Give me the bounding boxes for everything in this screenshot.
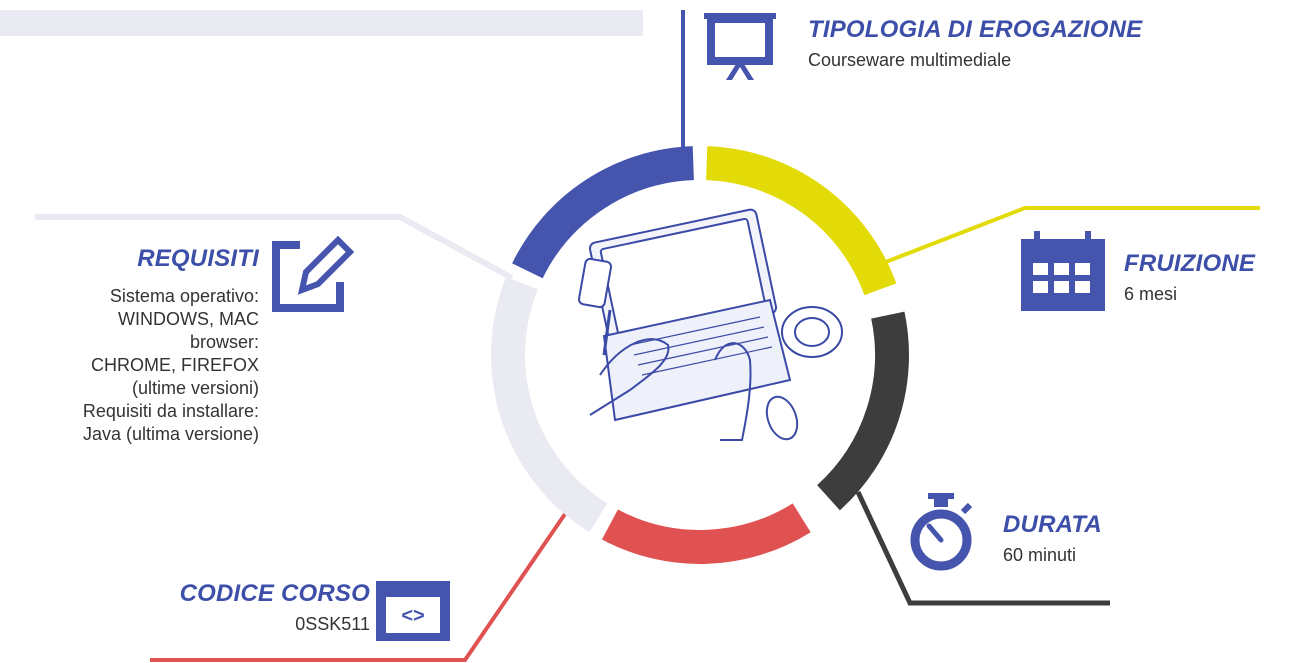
codice-value: 0SSK511 [295,614,370,634]
svg-text:<>: <> [401,605,424,627]
tipologia-block: TIPOLOGIA DI EROGAZIONE Courseware multi… [808,16,1142,71]
requisiti-line: Java (ultima versione) [82,424,259,444]
requisiti-title: REQUISITI [137,245,259,272]
donut-ring [491,146,909,564]
ring-segment-fruizione [705,146,897,296]
requisiti-line: browser: [189,332,259,352]
tipologia-title: TIPOLOGIA DI EROGAZIONE [808,16,1143,43]
presentation-board-icon [704,13,776,80]
requisiti-line: Requisiti da installare: [82,401,259,421]
calendar-cell [1075,281,1090,293]
requisiti-block: REQUISITI Sistema operativo: WINDOWS, MA… [83,245,259,446]
edit-icon [272,235,355,312]
connector-durata [855,490,1110,606]
fruizione-block: FRUIZIONE 6 mesi [1124,250,1255,305]
top-decorative-bar [0,10,643,36]
ring-segment-codice [601,503,811,564]
connector-fruizione [877,206,1260,267]
calendar-icon [1021,231,1105,311]
calendar-cell [1054,281,1069,293]
calendar-cell [1075,263,1090,275]
fruizione-value: 6 mesi [1124,284,1178,304]
calendar-cell [1054,263,1069,275]
requisiti-line: CHROME, FIREFOX [90,355,259,375]
connector-requisiti [35,214,514,281]
connector-codice [150,493,580,662]
stopwatch-icon [910,493,973,571]
codice-title: CODICE CORSO [179,580,370,607]
calendar-cell [1033,281,1048,293]
codice-block: CODICE CORSO 0SSK511 [180,580,370,635]
fruizione-title: FRUIZIONE [1124,250,1256,277]
laptop-hands-illustration [577,208,843,441]
code-window-icon: <> [376,581,450,641]
calendar-cell [1033,263,1048,275]
ring-segment-durata [816,311,909,511]
ring-segment-tipologia [512,146,695,279]
durata-value: 60 minuti [1003,545,1077,565]
ring-segment-requisiti [491,276,608,533]
tipologia-value: Courseware multimediale [808,50,1012,70]
requisiti-line: (ultime versioni) [131,378,259,398]
requisiti-line: Sistema operativo: [109,286,259,306]
requisiti-line: WINDOWS, MAC [118,309,259,329]
durata-block: DURATA 60 minuti [1003,511,1102,566]
durata-title: DURATA [1003,511,1102,538]
requisiti-lines: Sistema operativo: WINDOWS, MAC browser:… [83,285,259,446]
